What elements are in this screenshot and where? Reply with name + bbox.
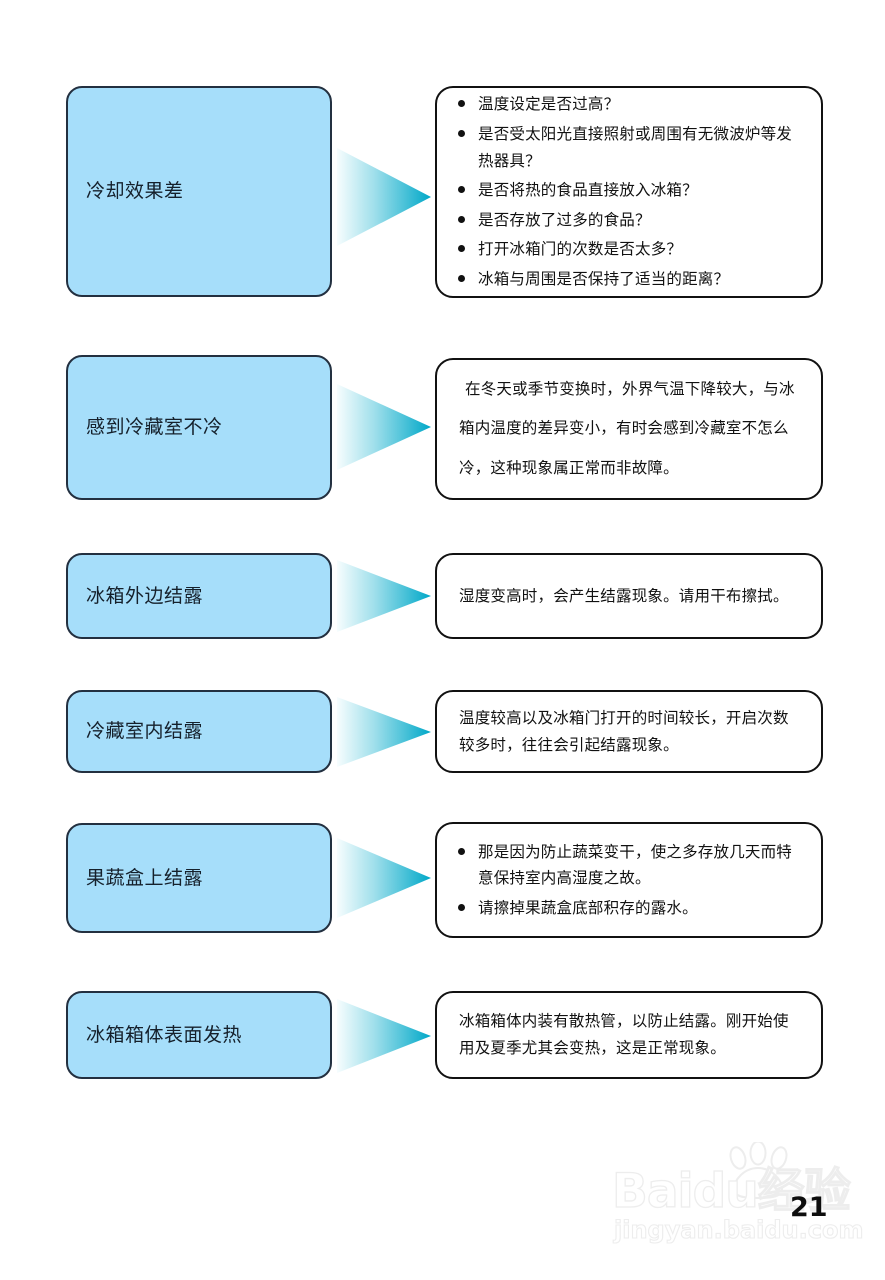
symptom-label-box: 冰箱箱体表面发热 [66,991,332,1079]
symptom-label-text: 冷却效果差 [86,180,184,203]
symptom-label-text: 果蔬盒上结露 [86,866,204,889]
symptom-label-text: 冰箱箱体表面发热 [86,1023,243,1046]
detail-paragraph: 湿度变高时，会产生结露现象。请用干布擦拭。 [459,586,789,605]
detail-panel: 冰箱箱体内装有散热管，以防止结露。刚开始使用及夏季尤其会变热，这是正常现象。 [435,991,823,1079]
detail-panel: 湿度变高时，会产生结露现象。请用干布擦拭。 [435,553,823,639]
detail-paragraph: 在冬天或季节变换时，外界气温下降较大，与冰箱内温度的差异变小，有时会感到冷藏室不… [459,379,795,477]
detail-bullet-list: 温度设定是否过高？ 是否受太阳光直接照射或周围有无微波炉等发热器具？ 是否将热的… [437,91,821,293]
symptom-label-box: 感到冷藏室不冷 [66,355,332,500]
detail-panel: 那是因为防止蔬菜变干，使之多存放几天而特意保持室内高湿度之故。 请擦掉果蔬盒底部… [435,822,823,938]
right-arrow-icon [337,560,431,632]
right-arrow-icon [337,148,431,246]
page-number: 21 [790,1192,828,1223]
detail-bullet-item: 是否存放了过多的食品？ [455,207,805,234]
right-arrow-icon [337,999,431,1073]
detail-bullet-item: 那是因为防止蔬菜变干，使之多存放几天而特意保持室内高湿度之故。 [455,839,805,892]
detail-bullet-item: 是否受太阳光直接照射或周围有无微波炉等发热器具？ [455,121,805,174]
right-arrow-icon [337,838,431,918]
detail-paragraph: 冰箱箱体内装有散热管，以防止结露。刚开始使用及夏季尤其会变热，这是正常现象。 [459,1012,789,1057]
detail-panel: 温度较高以及冰箱门打开的时间较长，开启次数较多时，往往会引起结露现象。 [435,690,823,773]
symptom-label-text: 冰箱外边结露 [86,584,204,607]
symptom-label-text: 冷藏室内结露 [86,720,204,743]
detail-bullet-item: 冰箱与周围是否保持了适当的距离？ [455,266,805,293]
detail-paragraph: 温度较高以及冰箱门打开的时间较长，开启次数较多时，往往会引起结露现象。 [459,708,789,754]
detail-bullet-list: 那是因为防止蔬菜变干，使之多存放几天而特意保持室内高湿度之故。 请擦掉果蔬盒底部… [437,839,821,922]
detail-bullet-item: 是否将热的食品直接放入冰箱？ [455,177,805,204]
right-arrow-icon [337,384,431,470]
symptom-label-box: 果蔬盒上结露 [66,823,332,933]
symptom-label-text: 感到冷藏室不冷 [86,416,223,439]
right-arrow-icon [337,697,431,767]
baidu-watermark: Baidu经验 jingyan.baidu.com [611,1140,872,1254]
detail-panel: 在冬天或季节变换时，外界气温下降较大，与冰箱内温度的差异变小，有时会感到冷藏室不… [435,358,823,500]
detail-bullet-item: 打开冰箱门的次数是否太多？ [455,236,805,263]
symptom-label-box: 冷藏室内结露 [66,690,332,773]
detail-bullet-item: 请擦掉果蔬盒底部积存的露水。 [455,895,805,922]
detail-panel: 温度设定是否过高？ 是否受太阳光直接照射或周围有无微波炉等发热器具？ 是否将热的… [435,86,823,298]
symptom-label-box: 冰箱外边结露 [66,553,332,639]
symptom-label-box: 冷却效果差 [66,86,332,297]
detail-bullet-item: 温度设定是否过高？ [455,91,805,118]
